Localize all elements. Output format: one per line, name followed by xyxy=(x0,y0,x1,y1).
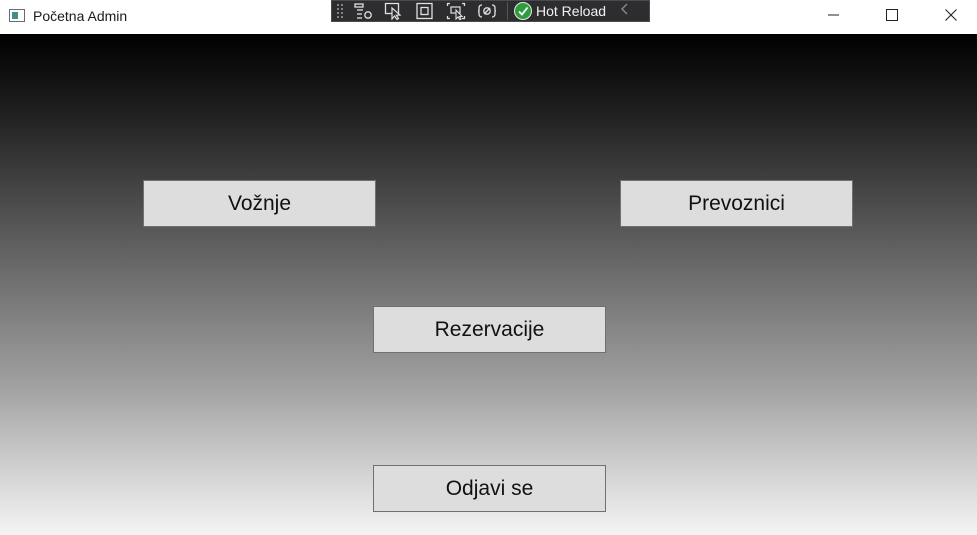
prevoznici-button[interactable]: Prevoznici xyxy=(620,180,853,227)
app-window-icon xyxy=(9,9,25,22)
main-content: Vožnje Prevoznici Rezervacije Odjavi se xyxy=(0,34,977,535)
hot-reload-button[interactable]: Hot Reload xyxy=(514,1,606,21)
close-button[interactable] xyxy=(928,0,974,30)
hot-reload-label: Hot Reload xyxy=(536,3,607,19)
maximize-icon xyxy=(886,9,898,21)
xaml-debug-toolbar: Hot Reload xyxy=(331,0,650,22)
toolbar-grip-icon[interactable] xyxy=(336,3,344,19)
minimize-icon xyxy=(828,14,839,16)
title-bar: Početna Admin xyxy=(0,0,977,34)
rezervacije-button[interactable]: Rezervacije xyxy=(373,306,606,353)
logout-button[interactable]: Odjavi se xyxy=(373,465,606,512)
close-icon xyxy=(945,9,957,21)
display-layout-adorners-icon[interactable] xyxy=(413,1,437,21)
live-visual-tree-icon[interactable] xyxy=(351,1,375,21)
check-circle-icon xyxy=(514,2,532,20)
maximize-button[interactable] xyxy=(869,0,915,30)
minimize-button[interactable] xyxy=(811,0,857,30)
toolbar-separator xyxy=(507,2,508,20)
track-focus-icon[interactable] xyxy=(444,1,468,21)
binding-failures-icon[interactable] xyxy=(475,1,499,21)
window-title: Početna Admin xyxy=(33,8,128,24)
voznje-button[interactable]: Vožnje xyxy=(143,180,376,227)
collapse-chevron-icon[interactable] xyxy=(620,2,630,21)
select-element-icon[interactable] xyxy=(382,1,406,21)
